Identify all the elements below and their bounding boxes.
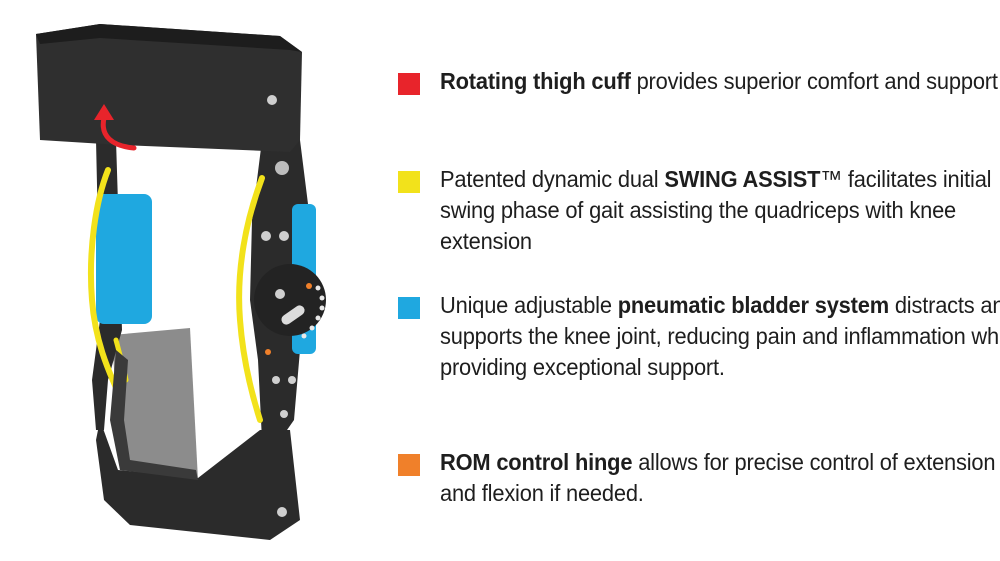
feature-bold: ROM control hinge [440, 449, 633, 475]
red-swatch [398, 73, 420, 95]
feature-bold: SWING ASSIST [664, 166, 821, 192]
feature-item-swing-assist: Patented dynamic dual SWING ASSIST™ faci… [398, 164, 1000, 257]
feature-text: Patented dynamic dual SWING ASSIST™ faci… [440, 166, 992, 254]
feature-bold: Rotating thigh cuff [440, 68, 631, 94]
left-swing-assist-spring [87, 167, 121, 395]
orange-swatch [398, 454, 420, 476]
left-bladder [96, 194, 152, 324]
knee-brace-illustration [36, 24, 326, 540]
feature-item-thigh-cuff: Rotating thigh cuff provides superior co… [398, 66, 1000, 97]
feature-item-bladder: Unique adjustable pneumatic bladder syst… [398, 290, 1000, 383]
curved-arrow-icon [94, 104, 137, 151]
feature-text: Rotating thigh cuff provides superior co… [440, 68, 998, 94]
feature-text: Unique adjustable pneumatic bladder syst… [440, 292, 1000, 380]
lower-shell-liner [112, 328, 198, 480]
rom-hinge [254, 264, 326, 336]
yellow-swatch [398, 171, 420, 193]
feature-item-rom-hinge: ROM control hinge allows for precise con… [398, 447, 1000, 509]
blue-swatch [398, 297, 420, 319]
feature-bold: pneumatic bladder system [617, 292, 889, 318]
feature-text: ROM control hinge allows for precise con… [440, 449, 996, 506]
right-swing-assist-spring [236, 175, 265, 423]
